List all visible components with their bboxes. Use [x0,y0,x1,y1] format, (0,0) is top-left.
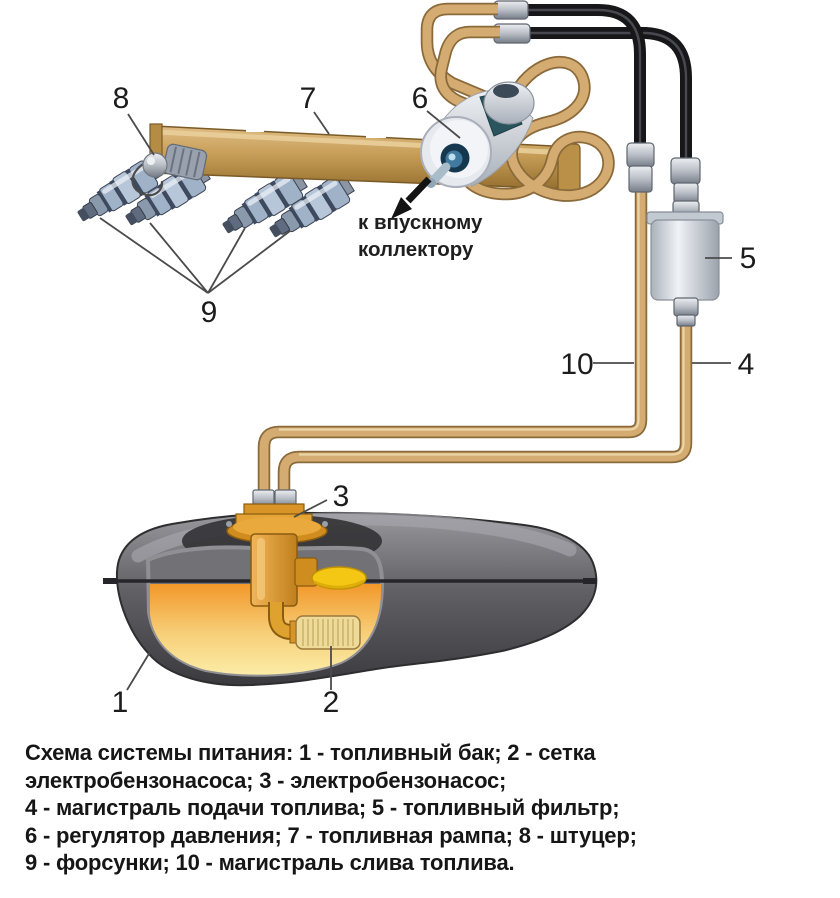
hose-loop-pretzel [455,55,615,202]
arrow-shaft [405,176,432,204]
leader-7 [313,111,330,135]
leader-3 [293,499,328,518]
intake-arrow [391,176,432,219]
leader-fan-9 [99,217,291,294]
rail-notch-2 [366,127,386,138]
pressure-regulator [420,81,535,188]
black-hose-supply-sheen [520,8,642,150]
intake-note-line1: к впускному [358,211,483,234]
regulator-dome-cap [493,84,519,98]
fuel-pump-module [226,489,328,640]
strainer-ribs [302,619,354,646]
callout-numbers: 8 7 6 5 4 10 3 1 2 9 [112,82,757,719]
crimp-fitting-filter-top [670,157,701,218]
pump-strainer [289,615,361,650]
caption-line-4: 6 - регулятор давления; 7 - топливная ра… [25,822,637,848]
callout-7: 7 [300,82,317,115]
rail-notch-1 [246,121,264,132]
black-hose-return-sheen [524,31,688,168]
fuel-level [150,584,381,675]
figure-caption: Схема системы питания: 1 - топливный бак… [25,739,815,877]
callout-5: 5 [740,242,757,275]
fuel-float [311,566,367,590]
intake-note-line2: коллектору [358,238,474,261]
regulator-hub-dot [448,153,456,161]
callout-9: 9 [201,296,218,329]
crimp-fitting-line10 [626,142,655,193]
fuel-system-diagram: к впускному коллектору [71,0,757,719]
arrow-head [391,197,412,219]
regulator-vacuum-nipple [428,162,451,186]
rail-hoses [420,2,615,202]
flange-bolt-right [322,521,328,527]
caption-line-1: Схема системы питания: 1 - топливный бак… [25,740,596,765]
caption-line-2: электробензонасоса; 3 - электробензонасо… [25,767,507,793]
leader-1 [126,651,151,691]
filter-body [650,219,720,301]
return-line-10 [257,185,648,497]
leader-8 [127,113,155,156]
callout-leaders [99,110,732,691]
fitting-ball [142,152,168,178]
callout-2: 2 [323,686,340,719]
callout-6: 6 [412,82,429,115]
callout-4: 4 [738,348,755,381]
callout-1: 1 [112,686,129,719]
crimp-fitting-top-1 [493,0,529,20]
caption-line-5: 9 - форсунки; 10 - магистраль слива топл… [25,850,515,875]
callout-3: 3 [333,480,350,513]
filter-bottom-nut [676,314,696,327]
caption-line-3: 4 - магистраль подачи топлива; 5 - топли… [25,795,620,820]
filter-bottom-fitting [673,297,699,317]
rail-fitting [131,143,208,197]
leader-6 [426,110,461,139]
pump-flange-rim [233,517,321,537]
callout-8: 8 [113,82,130,115]
fitting-ball-highlight [147,157,155,165]
fitting-ribs [169,146,201,178]
fuel-tank-group [103,489,598,687]
fitting-clip-wire [131,161,164,197]
pump-body-highlight [257,538,265,600]
fuel-lines [257,3,693,497]
callout-10: 10 [560,348,593,381]
flange-bolt-left [226,521,232,527]
fuel-filter [646,211,724,327]
hose-to-fitting-2 [434,25,500,120]
supply-line-4 [277,318,693,497]
